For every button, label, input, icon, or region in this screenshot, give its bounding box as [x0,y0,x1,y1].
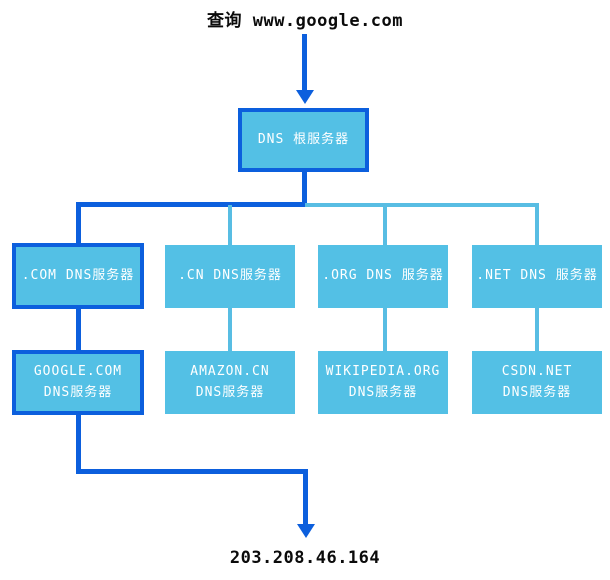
tld-net-label: .NET DNS 服务器 [476,268,598,284]
auth-csdn-label-line2: DNS服务器 [502,384,572,400]
auth-wikipedia-label-line2: DNS服务器 [348,384,418,400]
drop-com-line-highlighted [76,202,81,245]
root-server-box: DNS 根服务器 [238,108,369,172]
result-ip: 203.208.46.164 [229,548,381,568]
auth-google-box: GOOGLE.COM DNS服务器 [12,350,144,415]
link-org-wikipedia-line [383,308,387,351]
link-com-google-line-highlighted [76,309,81,351]
auth-google-label-line2: DNS服务器 [43,384,113,400]
tld-com-box: .COM DNS服务器 [12,243,144,309]
auth-amazon-box: AMAZON.CN DNS服务器 [165,351,295,414]
auth-google-label-line1: GOOGLE.COM [33,364,123,380]
auth-wikipedia-box: WIKIPEDIA.ORG DNS服务器 [318,351,448,414]
tld-org-box: .ORG DNS 服务器 [318,245,448,308]
query-arrow-line [302,34,307,91]
result-path-horizontal-line [76,469,308,474]
link-cn-amazon-line [228,308,232,351]
result-path-vertical-right-line [303,469,308,524]
auth-csdn-label-line1: CSDN.NET [501,364,573,380]
link-net-csdn-line [535,308,539,351]
tld-cn-box: .CN DNS服务器 [165,245,295,308]
result-path-vertical-left-line [76,415,81,474]
result-arrowhead-icon [297,524,315,538]
auth-csdn-box: CSDN.NET DNS服务器 [472,351,602,414]
tld-net-box: .NET DNS 服务器 [472,245,602,308]
auth-amazon-label-line2: DNS服务器 [195,384,265,400]
tld-com-label: .COM DNS服务器 [21,267,135,283]
query-label: 查询 www.google.com [206,11,404,31]
bus-line-right [305,203,539,207]
auth-amazon-label-line1: AMAZON.CN [190,364,270,380]
drop-net-line [535,205,539,245]
root-stem-line [302,172,307,207]
root-server-label: DNS 根服务器 [257,131,350,147]
drop-org-line [383,205,387,245]
tld-cn-label: .CN DNS服务器 [178,268,282,284]
tld-org-label: .ORG DNS 服务器 [322,268,444,284]
bus-line-left-highlighted [76,202,307,207]
drop-cn-line [228,205,232,245]
query-arrowhead-icon [296,90,314,104]
auth-wikipedia-label-line1: WIKIPEDIA.ORG [325,364,441,380]
